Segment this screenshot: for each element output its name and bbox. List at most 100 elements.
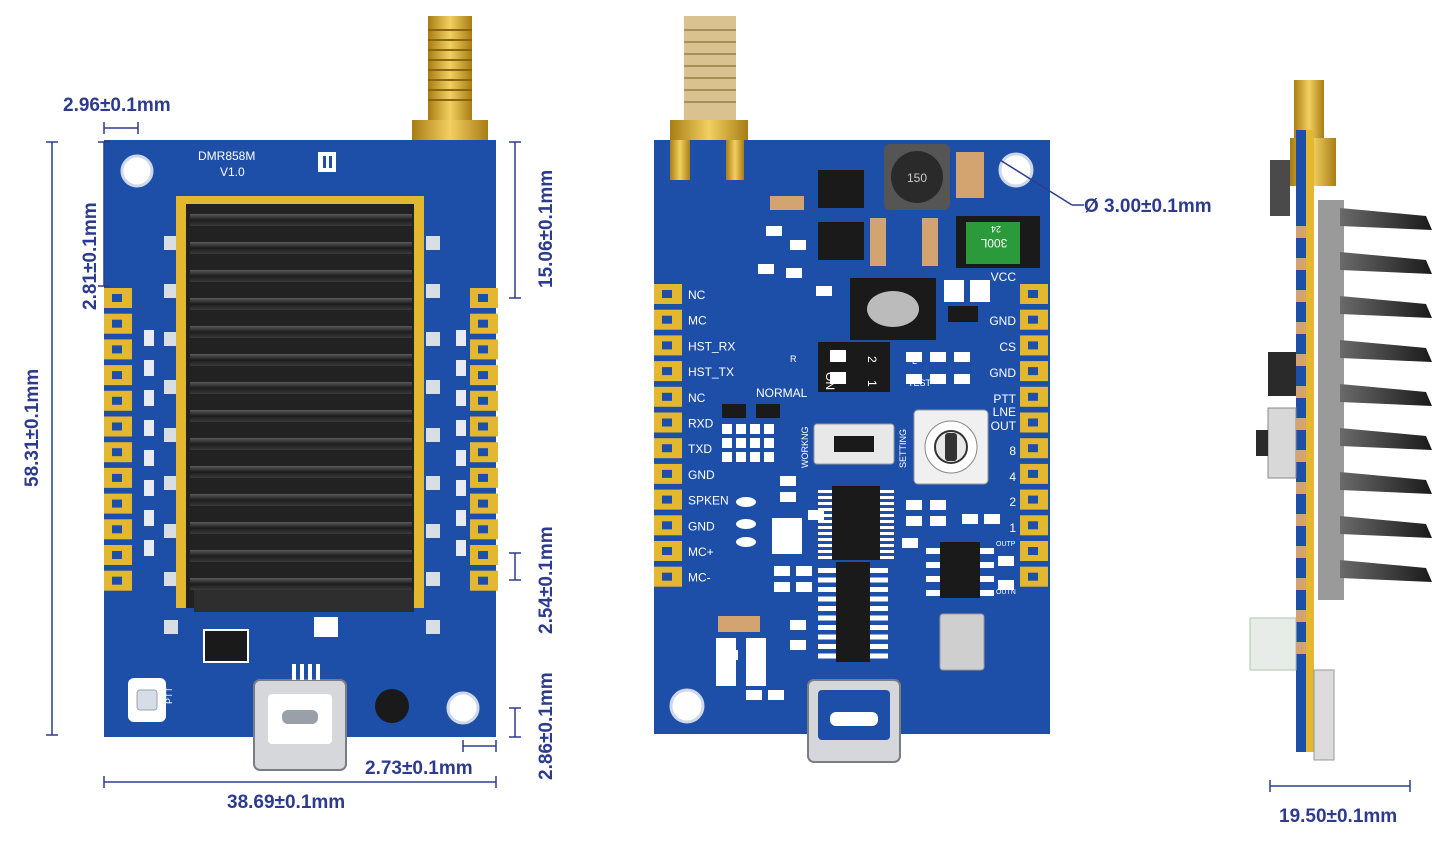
fin xyxy=(190,270,412,282)
outn-label: OUTN xyxy=(996,589,1016,596)
dim-pin-pitch: 2.54±0.1mm xyxy=(536,526,557,634)
r-label: R xyxy=(790,354,797,364)
pin-label: VCC xyxy=(991,270,1017,284)
smd-pad xyxy=(426,332,440,346)
fin xyxy=(190,298,412,310)
dim-bottom-hole-offset: 2.86±0.1mm xyxy=(536,672,557,780)
fin xyxy=(1340,560,1432,582)
setting-label: SETTING xyxy=(898,429,908,468)
front-small-pads xyxy=(144,236,466,634)
dim-bottom-right-hole-offset: 2.73±0.1mm xyxy=(365,758,473,779)
qfp-chip xyxy=(832,486,880,560)
dim-top-pad-offset: 2.81±0.1mm xyxy=(80,202,101,310)
dim-antenna-offset: 15.06±0.1mm xyxy=(536,170,557,288)
front-edge-pads-right xyxy=(470,288,498,591)
pin-label: CS xyxy=(999,340,1016,354)
side-heatsink-fins xyxy=(1340,208,1432,582)
pin-label: SPKEN xyxy=(688,494,729,508)
pin-label: MC- xyxy=(688,571,711,585)
fin xyxy=(190,550,412,562)
back-smd-components xyxy=(722,226,1000,700)
fin xyxy=(1340,252,1432,274)
fuse-code: 24 xyxy=(991,224,1001,234)
pin-label: TXD xyxy=(688,442,712,456)
fin xyxy=(1340,208,1432,230)
dim-side-thickness: 19.50±0.1mm xyxy=(1279,806,1397,827)
fuse: 300L 24 xyxy=(956,216,1040,268)
pin-label: MC+ xyxy=(688,545,714,559)
back-edge-pads-right xyxy=(1020,284,1048,587)
fin xyxy=(190,438,412,450)
dim-board-height: 58.31±0.1mm xyxy=(22,369,43,487)
hole-diameter-leader xyxy=(999,159,1073,206)
back-board: NCMCHST_RXHST_TXNCRXDTXDGNDSPKENGNDMC+MC… xyxy=(654,16,1050,763)
usb-c-connector-front xyxy=(253,664,347,771)
back-left-pin-labels: NCMCHST_RXHST_TXNCRXDTXDGNDSPKENGNDMC+MC… xyxy=(688,288,735,585)
pin-label: 8 xyxy=(1009,444,1016,458)
pin-label: HST_TX xyxy=(688,365,734,379)
fin xyxy=(1340,516,1432,538)
fin xyxy=(1340,340,1432,362)
dip-chip-pins xyxy=(818,568,888,659)
buzzer xyxy=(375,689,409,723)
smd-pad xyxy=(426,284,440,298)
dim-top-hole-offset: 2.96±0.1mm xyxy=(63,95,171,116)
version-label: V1.0 xyxy=(220,165,245,179)
dim-hole-diameter: Ø 3.00±0.1mm xyxy=(1084,196,1212,217)
fin xyxy=(190,410,412,422)
fin xyxy=(1340,296,1432,318)
pin-label: NC xyxy=(688,391,706,405)
pin-label: GND xyxy=(989,366,1016,380)
smd-pad xyxy=(426,236,440,250)
chip-small xyxy=(318,152,336,172)
smd-pad xyxy=(164,572,178,586)
smd-pad xyxy=(164,524,178,538)
heatsink-fins xyxy=(190,214,412,590)
smd-pad xyxy=(426,572,440,586)
fin xyxy=(190,382,412,394)
heatsink-front xyxy=(186,204,414,608)
slide-switch: WORKNG SETTING xyxy=(800,423,908,468)
smd-pad xyxy=(164,380,178,394)
pin-label: LNE xyxy=(993,405,1016,419)
fin xyxy=(1340,472,1432,494)
dip-2-label: 2 xyxy=(865,356,879,363)
pin-label: GND xyxy=(989,314,1016,328)
front-edge-pads-left xyxy=(104,288,132,591)
pin-label: 2 xyxy=(1009,495,1016,509)
ptt-button: PTT xyxy=(128,678,174,722)
fin xyxy=(1340,384,1432,406)
back-grid-pads xyxy=(722,424,774,462)
ptt-label: PTT xyxy=(164,686,174,704)
outp-label: OUTP xyxy=(996,541,1016,548)
fin xyxy=(190,326,412,338)
pin-label: NC xyxy=(688,288,706,302)
smd-pad xyxy=(164,332,178,346)
mounting-hole xyxy=(669,688,705,724)
smd-pad xyxy=(426,428,440,442)
side-components xyxy=(1296,226,1306,654)
front-dimension-lines xyxy=(46,122,521,788)
pin-label: OUT xyxy=(991,419,1017,433)
fin xyxy=(190,354,412,366)
rotary-switch xyxy=(913,409,989,485)
side-pcb xyxy=(1296,130,1306,752)
pin-label: GND xyxy=(688,519,715,533)
dim-board-width: 38.69±0.1mm xyxy=(227,792,345,813)
smd-pad xyxy=(426,476,440,490)
fin xyxy=(190,214,412,226)
pin-label: PTT xyxy=(993,392,1016,406)
fin xyxy=(1340,428,1432,450)
pin-label: RXD xyxy=(688,417,714,431)
inductor: 150 xyxy=(884,144,950,210)
side-heatsink-base xyxy=(1318,200,1344,600)
front-board: DMR858M V1.0 PTT xyxy=(104,16,498,771)
fin xyxy=(190,466,412,478)
fin xyxy=(190,242,412,254)
normal-label: NORMAL xyxy=(756,386,808,400)
sma-antenna-back xyxy=(670,16,748,142)
fin xyxy=(190,522,412,534)
fin xyxy=(190,494,412,506)
